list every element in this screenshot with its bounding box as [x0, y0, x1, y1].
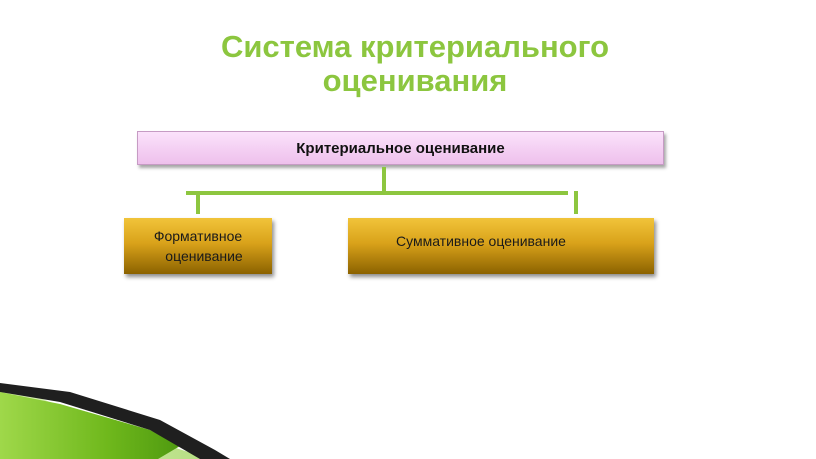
root-node-label: Критериальное оценивание	[296, 139, 505, 157]
child-node-formative: Формативное оценивание	[124, 218, 272, 274]
formative-label-line-1: Формативное	[153, 228, 243, 244]
child-node-formative-label: Формативное оценивание	[153, 226, 243, 266]
slide-title: Система критериального оценивания	[220, 29, 610, 98]
formative-label-line-2: оценивание	[165, 248, 243, 264]
decor-green-arrow	[0, 392, 180, 459]
child-node-summative-label: Суммативное оценивание	[396, 233, 566, 249]
root-node-criteria-assessment: Критериальное оценивание	[137, 131, 664, 165]
child-node-summative: Суммативное оценивание	[348, 218, 654, 274]
decor-dark-chevron	[0, 383, 230, 459]
